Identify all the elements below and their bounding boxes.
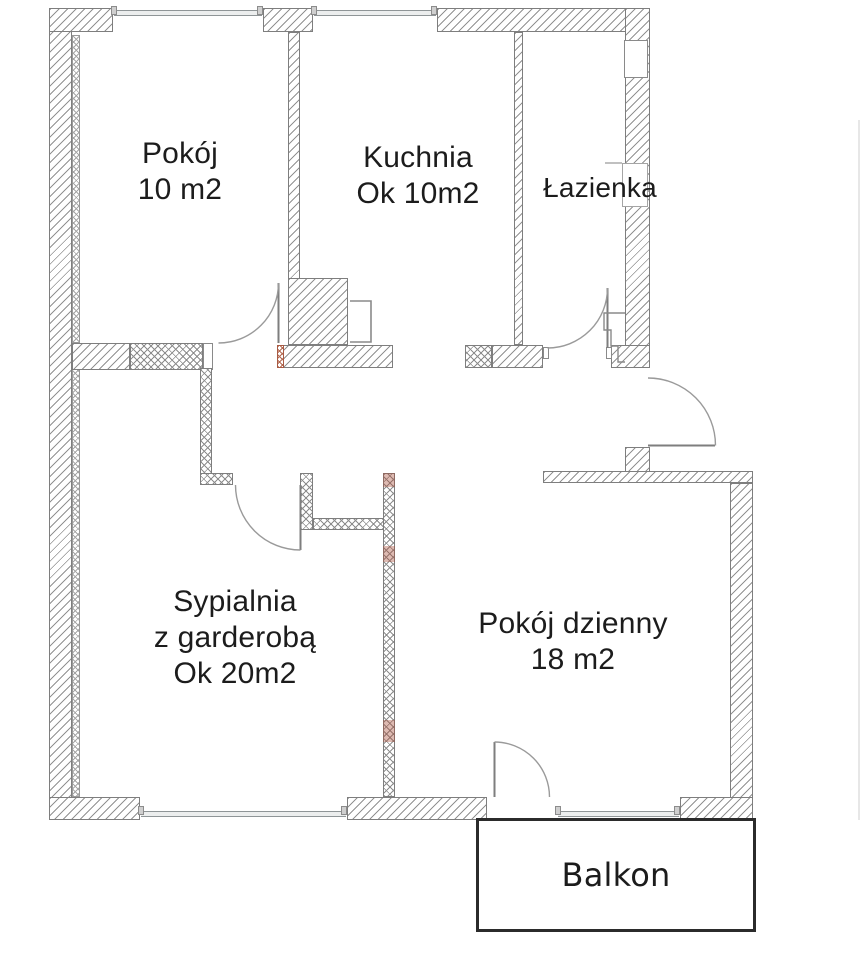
room-name: Balkon bbox=[561, 856, 671, 894]
wall-liner-pokoj bbox=[72, 35, 80, 343]
window-kuchnia bbox=[313, 8, 437, 32]
window-glazing bbox=[114, 10, 262, 16]
window-cap bbox=[674, 806, 680, 815]
red-wall-mark bbox=[383, 546, 395, 562]
wall-liner-sypialnia bbox=[72, 368, 80, 797]
wall-bottom-segment-2 bbox=[347, 797, 487, 820]
wall-lazienka-bottom-left bbox=[492, 345, 543, 368]
wall-left-outer bbox=[49, 8, 72, 820]
room-label-kuchnia: Kuchnia Ok 10m2 bbox=[318, 140, 518, 212]
wall-hall-cross bbox=[465, 345, 492, 368]
window-pokoj-dzienny bbox=[557, 797, 680, 820]
scan-artifact-line bbox=[858, 120, 860, 820]
door-arc-pokoj bbox=[218, 282, 280, 344]
room-area: Ok 10m2 bbox=[356, 177, 480, 210]
room-label-sypialnia: Sypialnia z garderobą Ok 20m2 bbox=[115, 584, 355, 692]
window-sypialnia bbox=[140, 797, 347, 820]
door-jamb-pokoj bbox=[203, 343, 213, 370]
wall-garderoba-bottom bbox=[313, 518, 385, 530]
window-cap bbox=[555, 806, 561, 815]
wall-entrance-stub bbox=[625, 447, 650, 473]
room-name: Pokój dzienny bbox=[478, 607, 668, 640]
wall-lazienka-bottom-right bbox=[611, 345, 650, 368]
wall-right-lower bbox=[730, 483, 753, 817]
wall-sypialnia-corridor bbox=[200, 368, 212, 485]
wall-kuchnia-corner-block bbox=[288, 278, 348, 345]
door-jamb-lazienka-left bbox=[543, 347, 549, 359]
wall-kuchnia-lazienka bbox=[514, 32, 523, 345]
red-wall-mark bbox=[383, 720, 395, 742]
window-cap bbox=[341, 806, 347, 815]
red-wall-mark bbox=[383, 473, 395, 487]
door-jamb-red bbox=[277, 345, 284, 368]
wall-hall-livingroom bbox=[543, 471, 753, 483]
window-cap bbox=[431, 6, 437, 15]
room-name: Sypialnia bbox=[173, 585, 297, 618]
room-name: Pokój bbox=[141, 137, 219, 170]
window-glazing bbox=[558, 811, 679, 817]
wall-pokoj-bottom-cross bbox=[130, 343, 203, 370]
window-glazing bbox=[314, 10, 436, 16]
wall-bottom-segment-1 bbox=[49, 797, 140, 820]
room-label-lazienka: Łazienka bbox=[515, 170, 685, 206]
room-area: Ok 20m2 bbox=[173, 657, 297, 690]
door-jamb-lazienka-right bbox=[606, 347, 612, 359]
wall-top-segment-2 bbox=[437, 8, 650, 32]
room-label-pokoj: Pokój 10 m2 bbox=[80, 136, 280, 208]
room-area: 10 m2 bbox=[137, 173, 223, 206]
window-cap bbox=[311, 6, 317, 15]
shaft-recess-mid bbox=[622, 163, 648, 207]
wall-top-segment-1 bbox=[49, 8, 113, 32]
wall-bottom-segment-3 bbox=[680, 797, 753, 820]
shaft-recess-top bbox=[624, 40, 648, 78]
room-name: Kuchnia bbox=[363, 141, 473, 174]
door-arc-lazienka bbox=[547, 287, 609, 349]
wall-sypialnia-door-stub bbox=[200, 473, 233, 485]
kitchen-counter-fixture bbox=[350, 300, 372, 343]
window-cap bbox=[138, 806, 144, 815]
room-subname: z garderobą bbox=[153, 621, 317, 654]
room-label-pokoj-dzienny: Pokój dzienny 18 m2 bbox=[443, 606, 703, 678]
room-area: 18 m2 bbox=[530, 643, 616, 676]
window-glazing bbox=[141, 811, 346, 817]
window-pokoj bbox=[113, 8, 263, 32]
wall-pokoj-kuchnia bbox=[288, 32, 300, 280]
balcony-outline: Balkon bbox=[476, 818, 756, 932]
window-cap bbox=[111, 6, 117, 15]
room-label-balkon: Balkon bbox=[479, 821, 753, 929]
wall-garderoba-left bbox=[300, 473, 313, 530]
wall-top-pier bbox=[263, 8, 313, 32]
window-cap bbox=[257, 6, 263, 15]
door-arc-sypialnia bbox=[234, 484, 301, 551]
wall-pokoj-bottom-left bbox=[72, 343, 130, 370]
door-arc-entrance bbox=[647, 377, 717, 446]
room-name: Łazienka bbox=[543, 172, 657, 203]
wall-sypialnia-dzienny bbox=[383, 473, 395, 797]
door-arc-balkon bbox=[494, 741, 551, 798]
wall-kuchnia-bottom bbox=[278, 345, 393, 368]
